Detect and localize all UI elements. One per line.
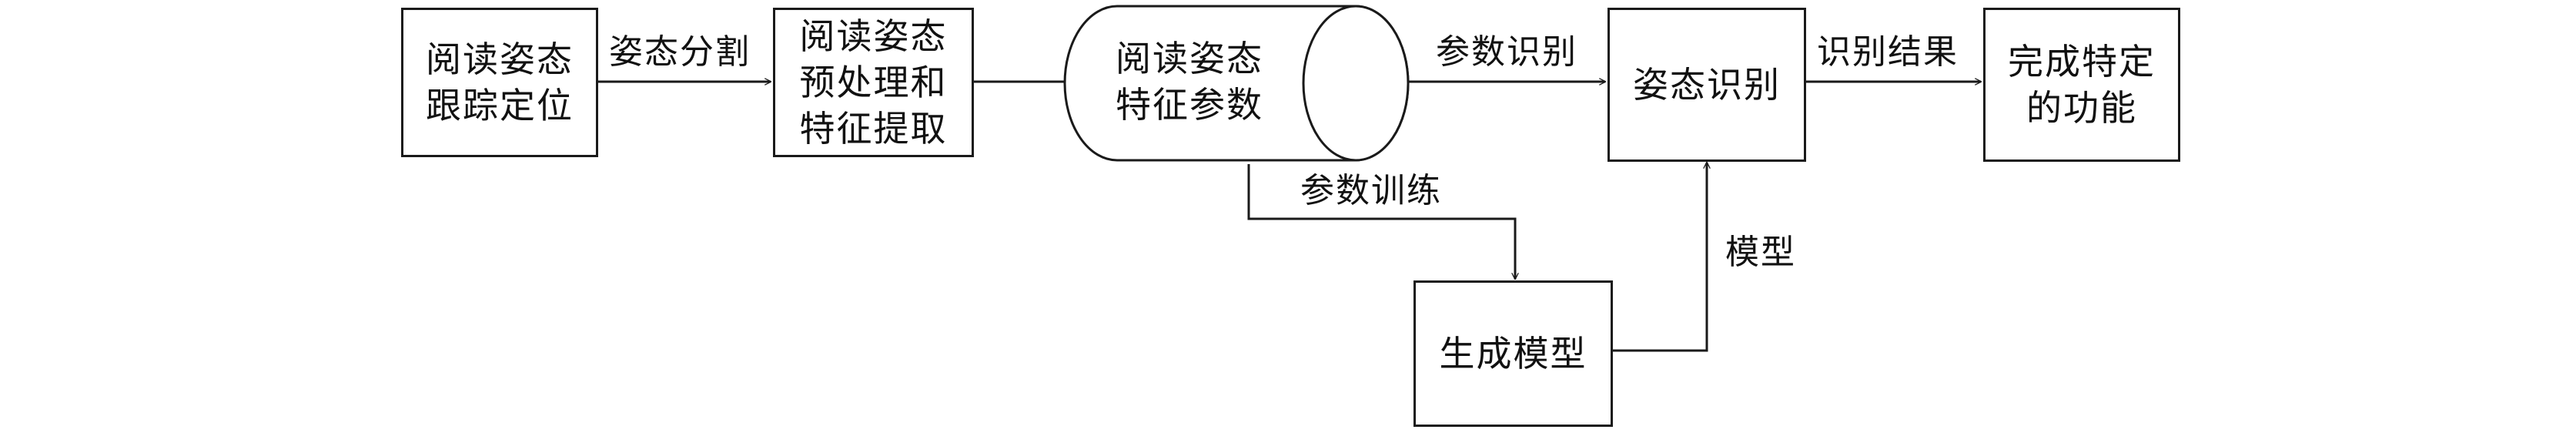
node-function: 完成特定 的功能: [1983, 8, 2180, 162]
node-feature-params-label: 阅读姿态 特征参数: [1116, 38, 1263, 126]
edge-label-result: 识别结果: [1817, 32, 1959, 72]
edge-label-model: 模型: [1725, 233, 1796, 272]
edge-label-segmentation: 姿态分割: [609, 32, 751, 72]
node-tracking-label: 阅读姿态 跟踪定位: [426, 39, 574, 126]
node-preprocess-label: 阅读姿态 预处理和 特征提取: [799, 15, 948, 149]
node-generate-model-label: 生成模型: [1439, 333, 1587, 374]
node-tracking: 阅读姿态 跟踪定位: [401, 8, 598, 157]
arrow-model: [1613, 163, 1707, 352]
edge-label-param-recognition: 参数识别: [1436, 32, 1577, 72]
node-recognition: 姿态识别: [1607, 8, 1806, 162]
arrow-param-training: [1247, 164, 1515, 279]
node-function-label: 完成特定 的功能: [2008, 41, 2156, 129]
node-generate-model: 生成模型: [1413, 280, 1613, 427]
feature-params-cylinder: [1063, 5, 1410, 162]
edge-label-param-training: 参数训练: [1300, 171, 1442, 210]
node-recognition-label: 姿态识别: [1633, 64, 1781, 106]
node-preprocess: 阅读姿态 预处理和 特征提取: [773, 8, 974, 157]
